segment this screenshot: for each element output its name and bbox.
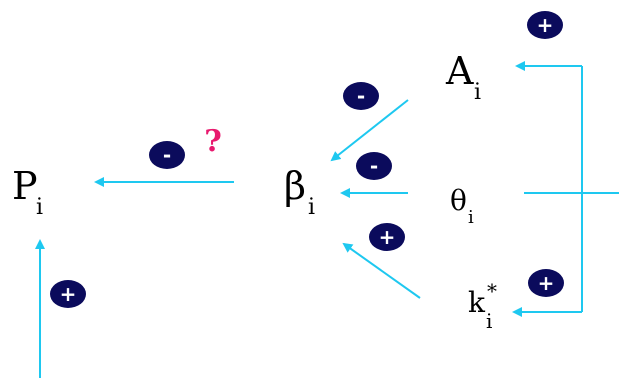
node-p-sub: i [36, 195, 43, 220]
node-k-sub: i [486, 309, 492, 333]
svg-text:-: - [370, 154, 378, 178]
svg-text:+: + [60, 282, 77, 306]
sign-badge-k-to-beta: + [369, 223, 405, 251]
arrow-k-to-beta [342, 242, 421, 299]
svg-text:-: - [163, 143, 171, 167]
node-theta-base: θ [450, 184, 467, 217]
node-k-sup: * [487, 279, 497, 303]
node-k-base: k [468, 286, 486, 319]
sign-badge-k-feedback: + [528, 269, 564, 297]
sign-badge-into-p: + [50, 280, 86, 308]
arrow-a-to-beta [330, 99, 409, 162]
arrows [35, 61, 619, 378]
node-p-base: P [12, 164, 38, 208]
node-a-sub: i [474, 80, 481, 105]
sign-badge-a-to-beta: - [343, 82, 379, 110]
question-mark: ? [204, 124, 222, 159]
node-theta: θ i [450, 184, 474, 228]
svg-text:+: + [538, 271, 555, 295]
node-beta-sub: i [308, 195, 315, 220]
node-a: A i [445, 49, 481, 105]
sign-badge-a-top: + [527, 11, 563, 39]
node-beta-base: β [284, 164, 306, 208]
sign-badge-theta-to-beta: - [356, 152, 392, 180]
svg-text:+: + [537, 13, 554, 37]
node-k: k * i [468, 279, 497, 333]
node-theta-sub: i [468, 207, 474, 228]
sign-badge-beta-to-p: - [149, 141, 185, 169]
node-a-base: A [445, 49, 474, 93]
svg-text:-: - [357, 84, 365, 108]
node-beta: β i [284, 164, 315, 220]
svg-text:+: + [379, 225, 396, 249]
node-p: P i [12, 164, 43, 220]
